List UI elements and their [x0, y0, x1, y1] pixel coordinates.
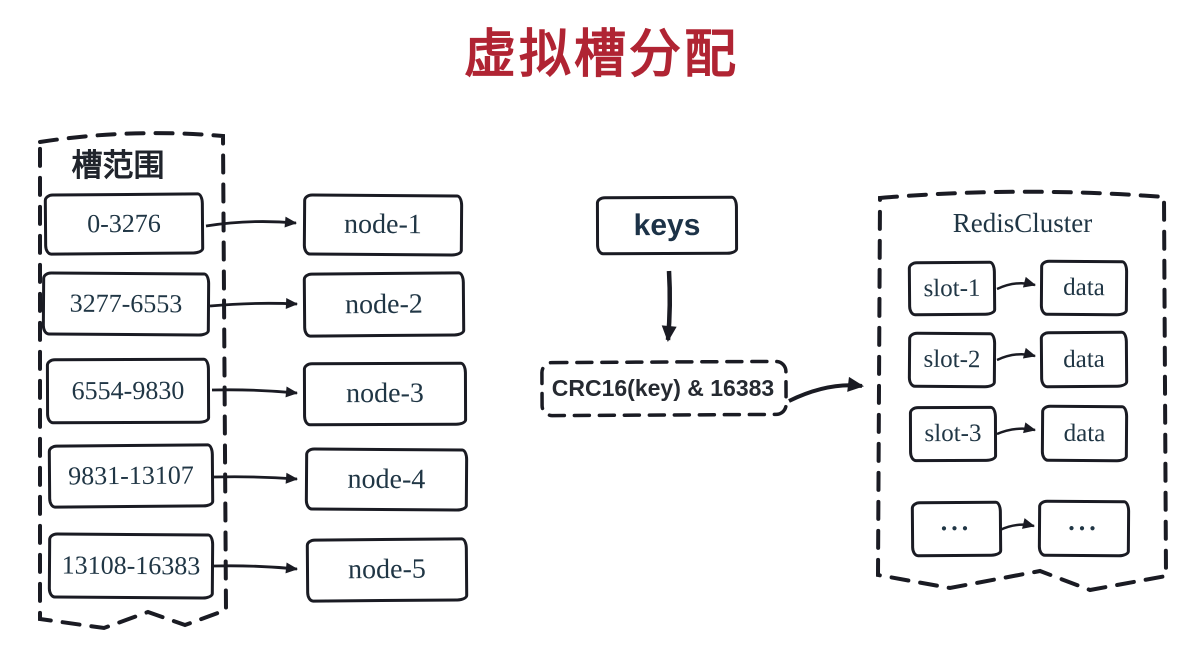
page-title: 虚拟槽分配	[463, 26, 739, 84]
arrow-range5-node5	[213, 562, 298, 574]
hash-box-outline	[540, 359, 788, 418]
slot-box-3: slot-3	[908, 405, 998, 463]
slot-range-box-2: 3277-6553	[41, 271, 211, 337]
slot-range-box-5: 13108-16383	[47, 532, 215, 600]
slot-range-panel-label: 槽范围	[71, 148, 165, 183]
data-box-1: data	[1039, 259, 1129, 317]
slot-box-ellipsis: ...	[910, 500, 1003, 558]
redis-cluster-label: RedisCluster	[952, 208, 1093, 238]
slot-box-1: slot-1	[907, 260, 997, 317]
node-box-2: node-2	[302, 271, 466, 338]
data-box-ellipsis: ...	[1037, 499, 1131, 558]
slot-range-box-1: 0-3276	[43, 192, 205, 256]
keys-box: keys	[595, 195, 739, 256]
hash-formula-label: CRC16(key) & 16383	[551, 375, 775, 401]
node-box-4: node-4	[304, 447, 469, 512]
redis-cluster-container-outline	[875, 189, 1169, 593]
arrow-hash-cluster	[788, 376, 864, 403]
arrow-range4-node4	[213, 472, 298, 484]
arrow-slot3-data	[996, 422, 1036, 436]
node-box-1: node-1	[302, 193, 464, 257]
arrow-slot2-data	[996, 347, 1036, 362]
ellipsis-text: ...	[1068, 506, 1100, 536]
arrow-keys-hash	[661, 270, 677, 342]
node-box-3: node-3	[302, 361, 468, 427]
node-box-5: node-5	[305, 537, 469, 603]
arrow-range2-node2	[209, 297, 298, 309]
data-box-3: data	[1040, 404, 1129, 463]
slot-box-2: slot-2	[907, 331, 997, 389]
arrow-range3-node3	[211, 386, 298, 398]
arrow-range1-node1	[205, 216, 297, 228]
slot-range-box-4: 9831-13107	[47, 443, 215, 509]
arrow-slot4-data	[999, 518, 1035, 532]
arrow-slot1-data	[996, 276, 1036, 291]
data-box-2: data	[1039, 330, 1129, 389]
slot-range-container-outline	[38, 131, 229, 631]
slot-range-box-3: 6554-9830	[45, 357, 211, 425]
ellipsis-text: ...	[940, 506, 973, 537]
